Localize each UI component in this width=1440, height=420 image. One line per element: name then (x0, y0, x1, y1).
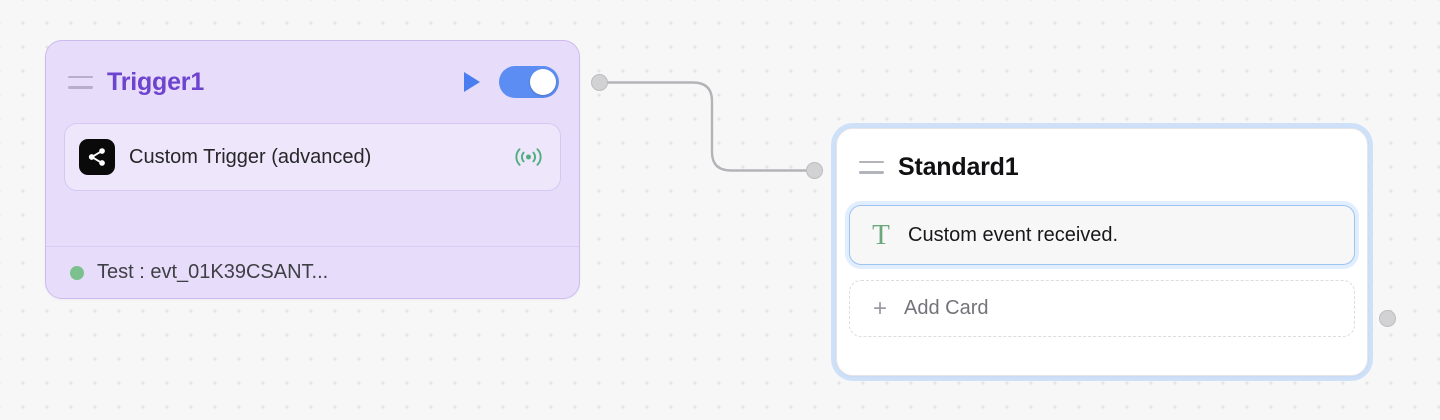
broadcast-icon (515, 145, 542, 169)
edge-trigger-to-standard (606, 81, 808, 172)
standard-input-handle[interactable] (806, 162, 823, 179)
trigger-output-handle[interactable] (591, 74, 608, 91)
play-icon[interactable] (461, 71, 483, 93)
standard-node-header[interactable]: Standard1 (837, 129, 1367, 205)
trigger-node-footer[interactable]: Test : evt_01K39CSANT... (46, 246, 579, 298)
add-card-label: Add Card (904, 297, 989, 319)
trigger-node-header[interactable]: Trigger1 (46, 41, 579, 123)
plus-icon: + (872, 294, 887, 322)
add-card-button[interactable]: + Add Card (849, 280, 1355, 337)
toggle-knob (530, 69, 556, 95)
status-dot-icon (70, 265, 84, 280)
trigger-enabled-toggle[interactable] (499, 66, 559, 98)
standard-node-title: Standard1 (898, 152, 1019, 181)
standard-card-label: Custom event received. (908, 223, 1119, 246)
trigger-card[interactable]: Custom Trigger (advanced) (64, 123, 561, 191)
trigger-node[interactable]: Trigger1 Custom Trigg (45, 40, 580, 299)
trigger-status-text: Test : evt_01K39CSANT... (97, 261, 329, 283)
text-t-icon: T (872, 218, 890, 251)
share-nodes-icon (79, 139, 115, 175)
drag-handle-icon[interactable] (859, 160, 884, 174)
trigger-card-label: Custom Trigger (advanced) (129, 145, 372, 168)
standard-card[interactable]: T Custom event received. (849, 205, 1355, 265)
trigger-node-title: Trigger1 (107, 67, 205, 96)
drag-handle-icon[interactable] (68, 75, 93, 89)
standard-node[interactable]: Standard1 T Custom event received. + Add… (836, 128, 1368, 376)
standard-output-handle[interactable] (1379, 310, 1396, 327)
